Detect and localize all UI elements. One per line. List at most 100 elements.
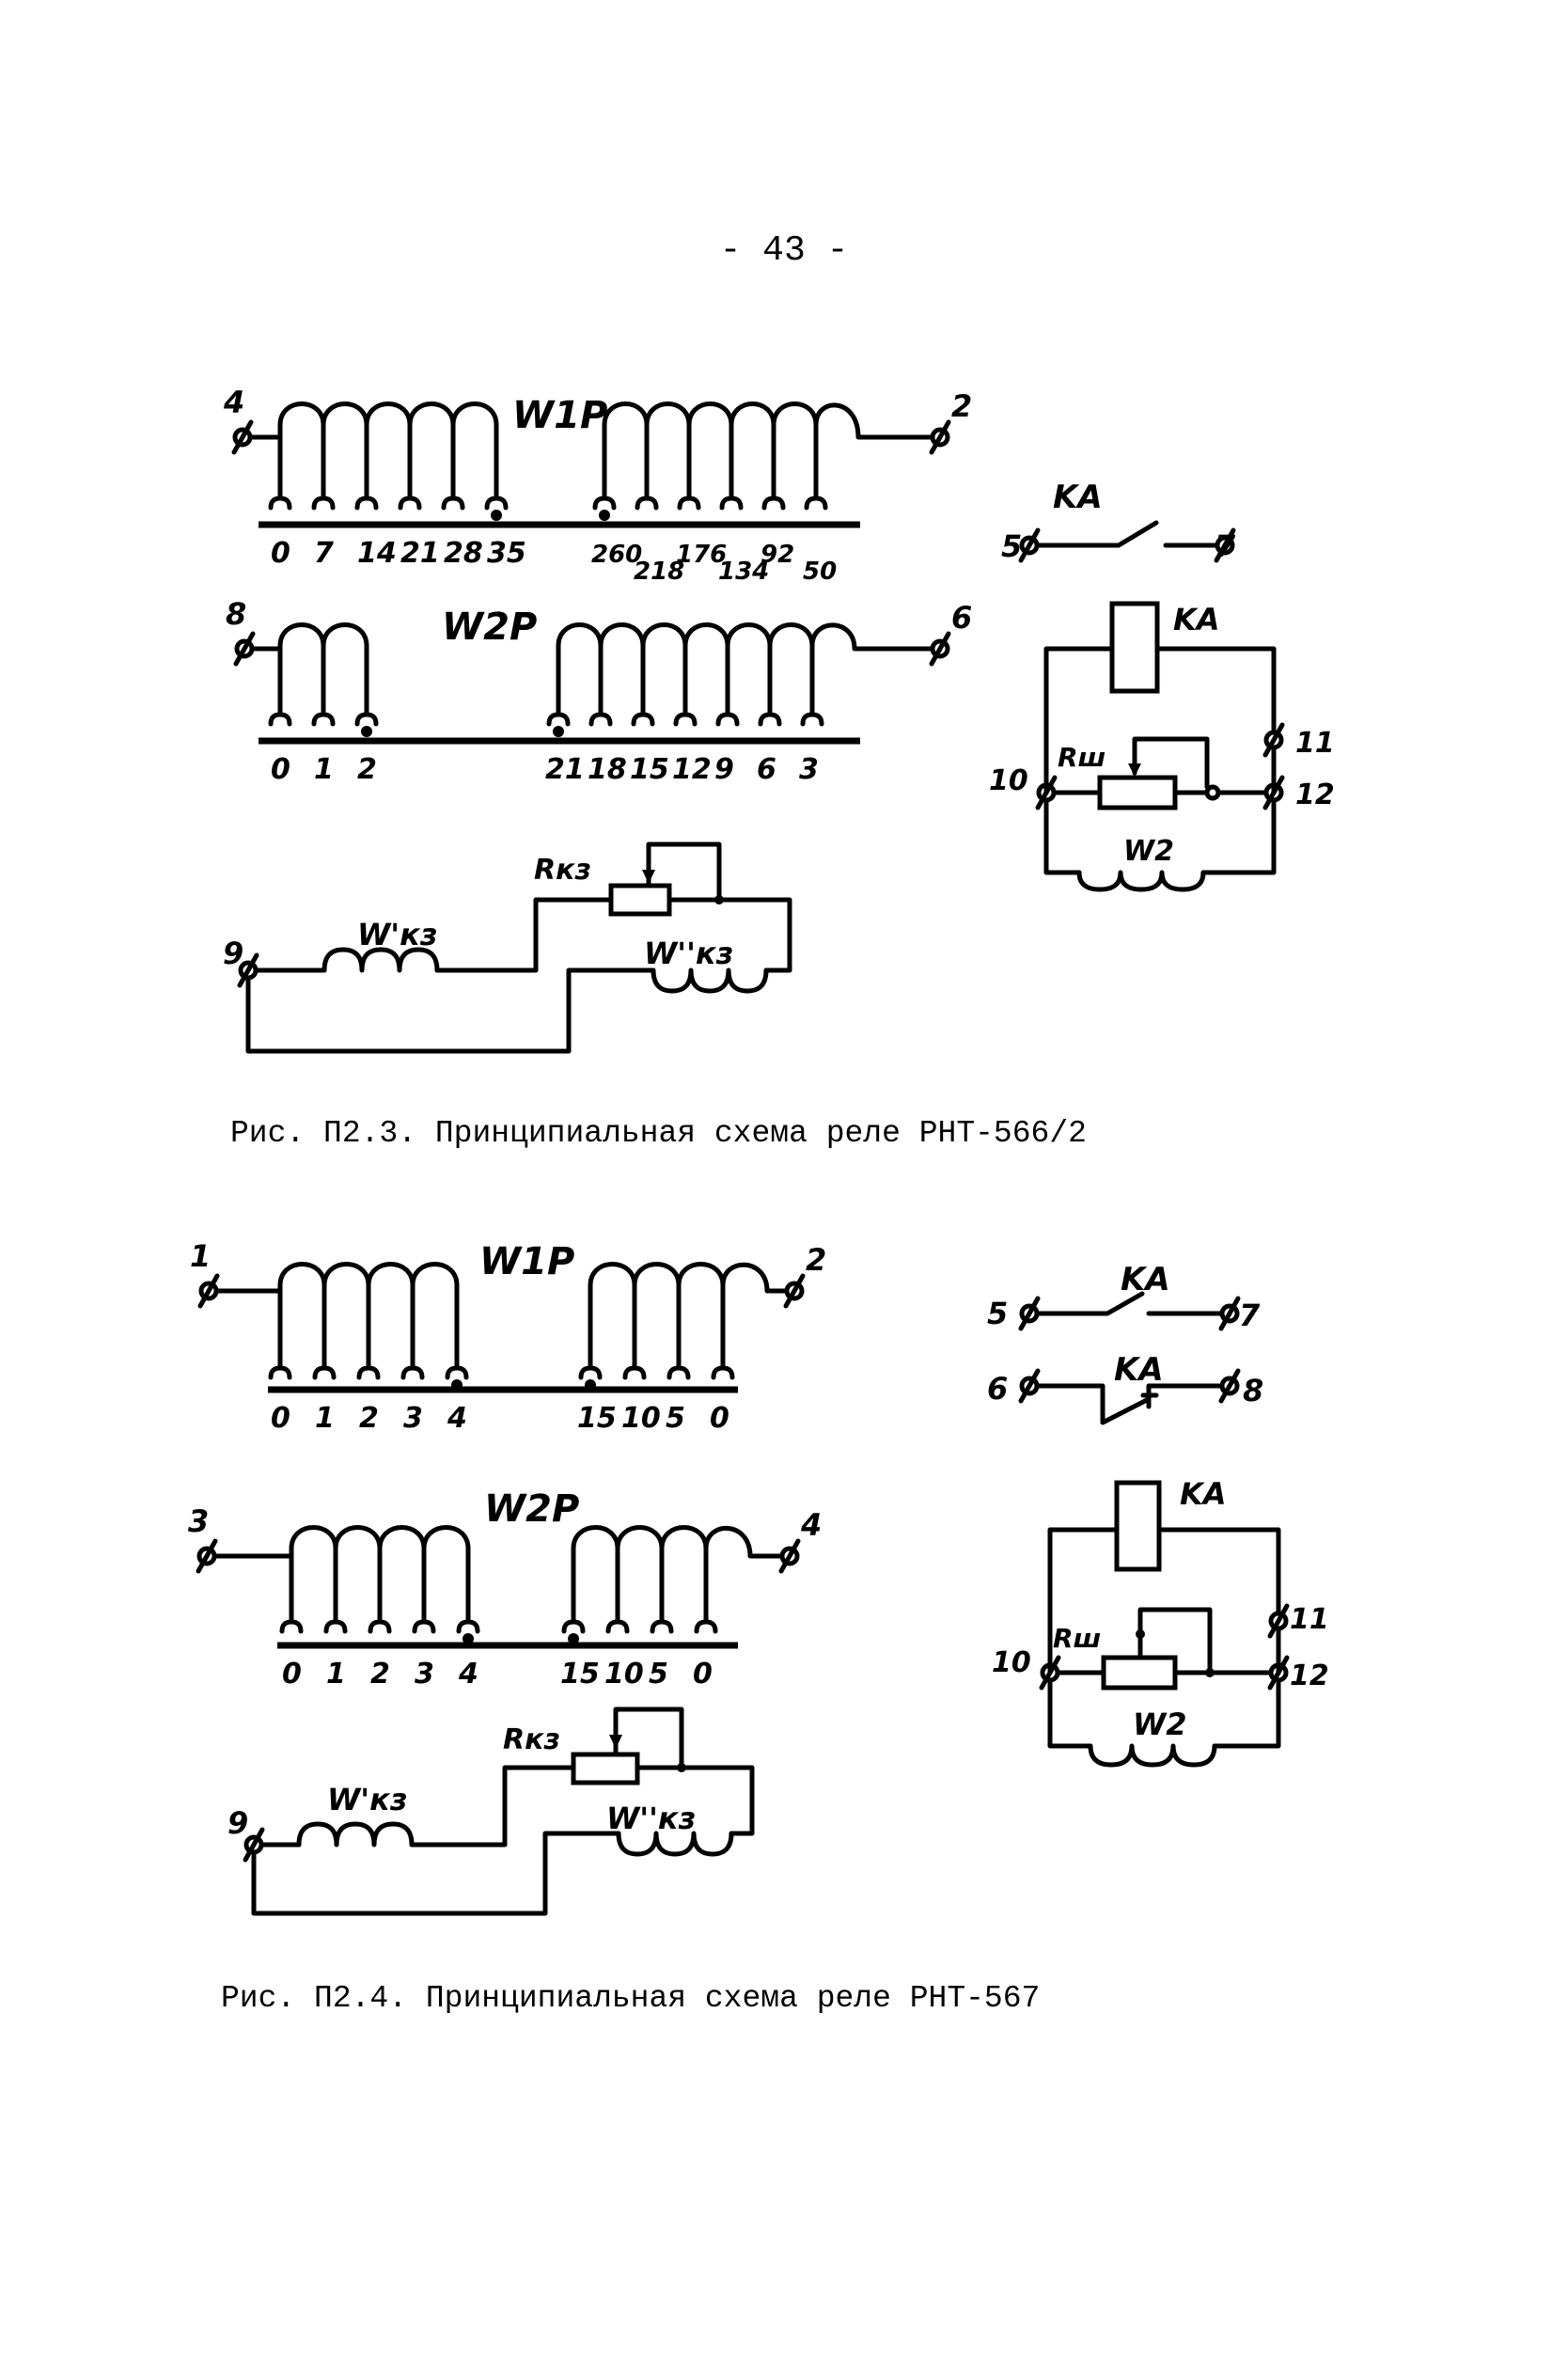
terminal-label-right: 6 [951, 600, 972, 636]
terminal-label-right: 2 [951, 388, 972, 424]
tap-label: 10 [621, 1402, 661, 1435]
terminal-label-right: 2 [806, 1242, 826, 1278]
tap-label: 15 [630, 753, 669, 786]
terminal-icon [929, 631, 951, 667]
fig4-terminal-12: 12 [1290, 1659, 1329, 1692]
tap-label: 1 [315, 1402, 335, 1435]
tap-label: 134 [718, 558, 769, 586]
winding-label: W1P [479, 1240, 574, 1283]
fig4-terminal-9: 9 [227, 1805, 248, 1841]
fig4-resistor-label: Rш [1053, 1623, 1101, 1654]
tap-label: 6 [757, 753, 776, 786]
relay-coil-ka [1114, 1480, 1162, 1572]
fig4-contact-no-terminal-left: 5 [987, 1296, 1008, 1331]
winding-label: W2P [484, 1487, 579, 1531]
tap-label: 14 [357, 537, 397, 570]
figure-3-caption: Рис. П2.3. Принципиальная схема реле РНТ… [230, 1116, 1087, 1151]
fig3-contact-terminal-left: 5 [1001, 528, 1022, 564]
terminal-label-left: 8 [226, 596, 246, 632]
fig4-winding-label: W2 [1133, 1707, 1187, 1742]
fig4-terminal-10: 10 [992, 1646, 1031, 1679]
terminal-icon [778, 1538, 801, 1574]
relay-coil-ka [1109, 601, 1160, 694]
tap-label: 0 [693, 1658, 713, 1691]
fig4-contact-nc-terminal-left: 6 [987, 1371, 1008, 1407]
fig4-contact-no-terminal-right: 7 [1239, 1298, 1261, 1333]
fig3-resistor-label: Rш [1058, 742, 1105, 773]
tap-label: 92 [760, 541, 794, 569]
tap-label: 21 [400, 537, 440, 570]
fig4-w-double-prime-label: W''кз [606, 1801, 696, 1836]
tap-label: 15 [577, 1402, 617, 1435]
fig4-contact-nc-label: KA [1114, 1351, 1164, 1389]
tap-label: 4 [458, 1658, 478, 1691]
tap-label: 5 [666, 1402, 685, 1435]
tap-label: 35 [487, 537, 526, 570]
tap-label: 176 [676, 541, 727, 569]
fig4-short-circuit: 9 W'кз Rкз W''кз [227, 1707, 755, 1916]
tap-label: 21 [545, 753, 585, 786]
shunt-resistor [1097, 775, 1178, 810]
tap-label: 0 [271, 537, 290, 570]
page-number: - 43 - [719, 230, 849, 271]
fig3-terminal-11: 11 [1295, 727, 1335, 760]
tap-label: 218 [634, 558, 684, 586]
rkz-resistor [571, 1752, 640, 1785]
terminal-icon [929, 419, 951, 455]
terminal-icon [1218, 1368, 1241, 1404]
tap-label: 3 [799, 753, 819, 786]
tap-label: 0 [710, 1402, 729, 1435]
tap-label: 9 [714, 753, 734, 786]
tap-label: 2 [357, 753, 377, 786]
tap-label: 7 [314, 537, 334, 570]
fig4-rkz-label: Rкз [503, 1723, 560, 1756]
terminal-label-left: 1 [190, 1238, 211, 1274]
fig3-terminal-10: 10 [989, 764, 1028, 797]
winding-label: W2P [442, 606, 537, 649]
fig3-ka-contact: KA 5 7 [1001, 479, 1236, 564]
fig3-terminal-9: 9 [223, 936, 243, 971]
rkz-resistor [608, 883, 672, 917]
fig3-w-double-prime-label: W''кз [644, 936, 733, 971]
winding-label: W1P [512, 394, 607, 437]
shunt-resistor [1101, 1655, 1178, 1691]
tap-label: 4 [447, 1402, 467, 1435]
tap-label: 3 [403, 1402, 423, 1435]
tap-label: 1 [326, 1658, 346, 1691]
tap-label: 15 [560, 1658, 600, 1691]
tap-label: 5 [649, 1658, 668, 1691]
terminal-icon [1262, 722, 1285, 758]
tap-label: 12 [672, 753, 712, 786]
figure-4-caption: Рис. П2.4. Принципиальная схема реле РНТ… [221, 1981, 1041, 2016]
terminal-icon [783, 1273, 806, 1309]
fig4-w-prime-label: W'кз [327, 1782, 407, 1817]
tap-label: 28 [444, 537, 483, 570]
fig3-rkz-label: Rкз [534, 854, 591, 887]
fig3-contact-label: KA [1053, 479, 1103, 516]
tap-label: 50 [803, 558, 837, 586]
fig4-contact-nc-terminal-right: 8 [1243, 1373, 1263, 1408]
tap-label: 10 [604, 1658, 644, 1691]
fig4-ka-contact-nc: KA 6 8 [987, 1351, 1263, 1425]
fig3-winding-label: W2 [1123, 835, 1174, 868]
tap-label: 2 [359, 1402, 379, 1435]
tap-label: 1 [314, 753, 334, 786]
fig3-relay-label: KA [1173, 602, 1220, 637]
terminal-label-right: 4 [800, 1507, 822, 1543]
fig4-terminal-11: 11 [1290, 1603, 1329, 1636]
tap-label: 0 [282, 1658, 302, 1691]
terminal-label-left: 4 [223, 385, 244, 420]
fig3-short-circuit: 9 W'кз Rкз W''кз [223, 841, 792, 1054]
terminal-icon [1267, 1603, 1290, 1639]
tap-label: 2 [370, 1658, 390, 1691]
fig4-contact-no-label: KA [1121, 1261, 1170, 1298]
tap-label: 18 [588, 753, 627, 786]
fig3-w-prime-label: W'кз [357, 917, 437, 952]
terminal-icon [1218, 1296, 1241, 1331]
fig4-ka-contact-no: KA 5 7 [987, 1261, 1261, 1333]
